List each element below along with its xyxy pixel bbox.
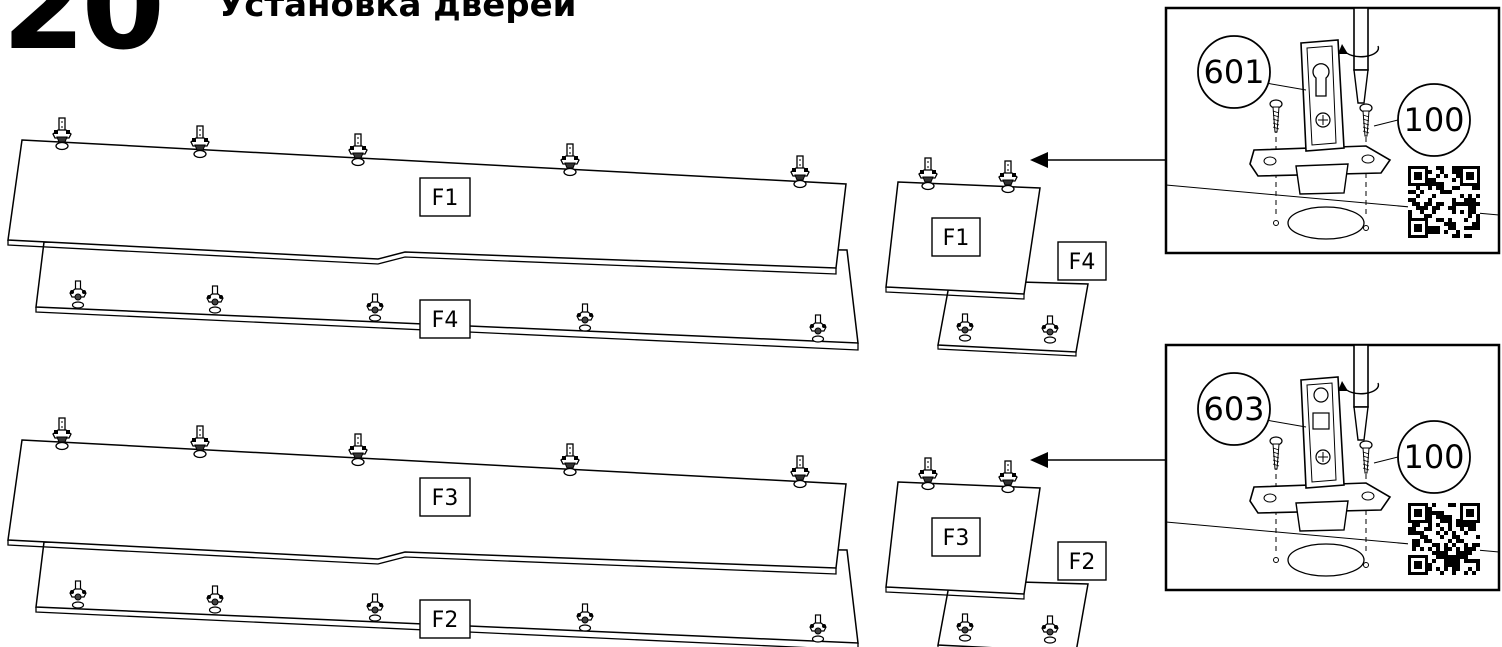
hinge-icon: [998, 160, 1018, 194]
hinge-icon: [790, 155, 810, 189]
label-long-back: F4: [419, 299, 471, 339]
hinge-adjuster: [1312, 412, 1330, 430]
hinge-plate: [1249, 145, 1392, 177]
part-number-screw: 100: [1403, 438, 1464, 476]
hinge-icon: [918, 457, 938, 491]
hinge-icon: [918, 157, 938, 191]
hinge-icon: [348, 433, 368, 467]
arrow-head: [1030, 152, 1048, 168]
label-short-front-text: F3: [943, 526, 970, 551]
part-number-screw: 100: [1403, 101, 1464, 139]
part-number-hinge: 601: [1203, 53, 1264, 91]
step-number: 20: [2, 0, 165, 77]
hinge-icon: [560, 443, 580, 477]
hinge-slot: [1312, 63, 1330, 97]
label-long-front-box: [419, 177, 471, 217]
label-long-front-text: F3: [432, 486, 459, 511]
label-short-front: F3: [931, 517, 981, 557]
hinge-detail-2: 603 100: [1164, 343, 1501, 592]
hinge-screw-top: [1313, 387, 1329, 403]
cup-hole: [1287, 543, 1365, 577]
hinge-icon: [998, 460, 1018, 494]
hinge-icon: [52, 417, 72, 451]
hinge-icon: [190, 425, 210, 459]
arrow-head: [1030, 452, 1048, 468]
part-callout-hinge: [1197, 35, 1271, 109]
qr-code-icon: [1408, 166, 1480, 238]
part-callout-screw: [1397, 420, 1471, 494]
label-long-front: F1: [419, 177, 471, 217]
label-long-front: F3: [419, 477, 471, 517]
label-long-back-box: [419, 299, 471, 339]
hinge-icon: [52, 117, 72, 151]
hinge-cup: [1295, 500, 1349, 532]
screwdriver-icon: [1353, 7, 1369, 71]
hinge-icon: [348, 133, 368, 167]
hinge-icon: [790, 455, 810, 489]
label-long-back: F2: [419, 599, 471, 639]
part-callout-screw: [1397, 83, 1471, 157]
label-long-front-text: F1: [432, 186, 459, 211]
step-title: Установка дверей: [218, 0, 577, 25]
label-short-front-box: [931, 517, 981, 557]
label-long-back-text: F2: [432, 608, 459, 633]
cup-hole: [1287, 206, 1365, 240]
long-front-panel-edge: [7, 540, 837, 575]
hinge-plate: [1249, 482, 1392, 514]
label-short-front-text: F1: [943, 226, 970, 251]
label-short-back-box: [1057, 241, 1107, 281]
label-long-back-box: [419, 599, 471, 639]
label-short-back: F4: [1057, 241, 1107, 281]
part-callout-hinge: [1197, 372, 1271, 446]
hinge-cup: [1295, 163, 1349, 195]
label-long-back-text: F4: [432, 308, 459, 333]
hinge-icon: [560, 143, 580, 177]
label-short-front: F1: [931, 217, 981, 257]
label-long-front-box: [419, 477, 471, 517]
label-short-front-box: [931, 217, 981, 257]
label-short-back: F2: [1057, 541, 1107, 581]
screwdriver-icon: [1353, 344, 1369, 408]
label-short-back-text: F4: [1069, 250, 1096, 275]
part-number-hinge: 603: [1203, 390, 1264, 428]
hinge-detail-1: 601 100: [1164, 6, 1501, 255]
label-short-back-box: [1057, 541, 1107, 581]
label-short-back-text: F2: [1069, 550, 1096, 575]
long-front-panel-edge: [7, 240, 837, 275]
hinge-icon: [190, 125, 210, 159]
qr-code-icon: [1408, 503, 1480, 575]
